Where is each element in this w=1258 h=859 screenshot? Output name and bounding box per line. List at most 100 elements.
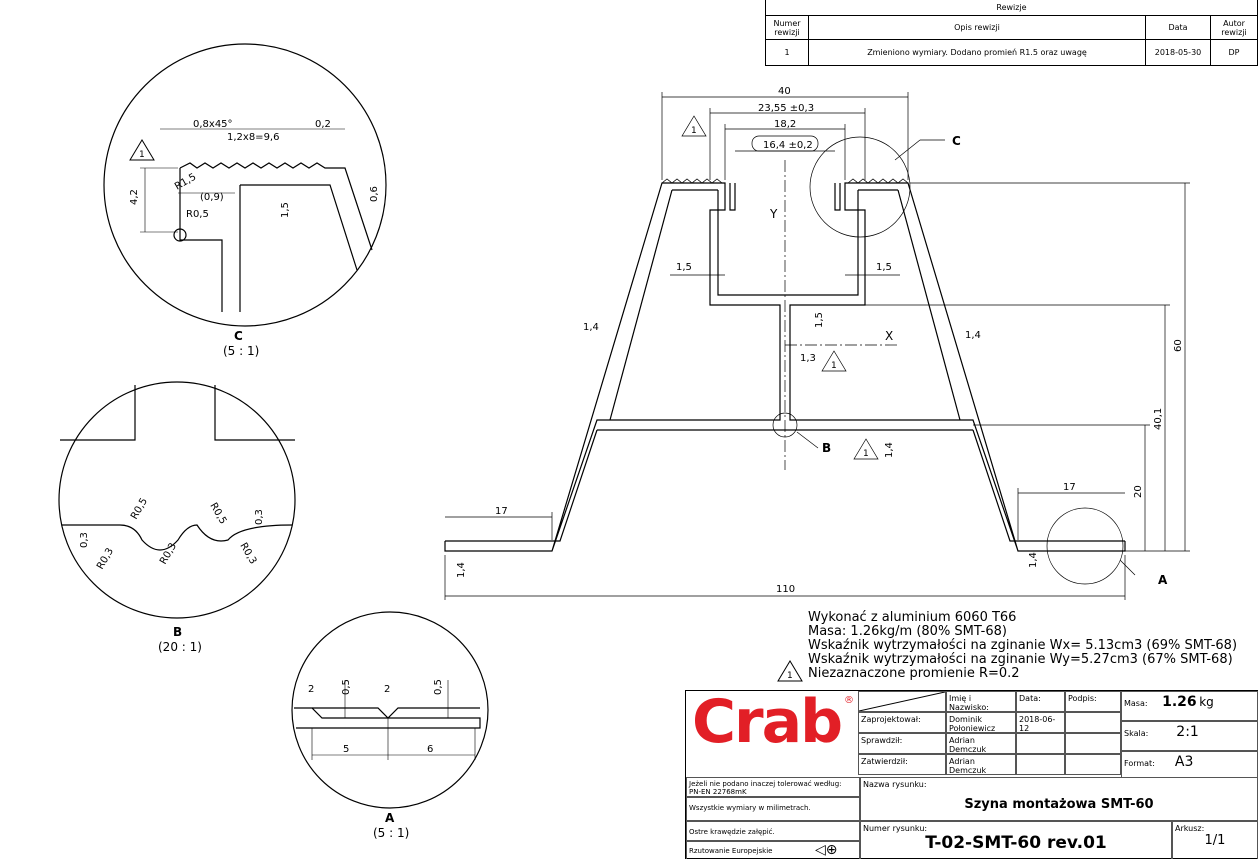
note-mass: Masa: 1.26kg/m (80% SMT-68) (808, 624, 1007, 639)
rev-header-author: Autor rewizji (1210, 15, 1258, 40)
logo-text: Crab (692, 687, 843, 757)
dim-18-2: 18,2 (774, 119, 796, 130)
rev-author: DP (1210, 39, 1258, 66)
detail-a-2-left: 2 (308, 684, 314, 695)
detail-a-name: A (385, 811, 395, 825)
header-date: Data: (1016, 691, 1065, 712)
note-radii: Niezaznaczone promienie R=0.2 (808, 666, 1020, 681)
logo: Crab ® (686, 687, 858, 775)
designed-date: 2018-06-12 (1016, 712, 1065, 733)
projection-label: Rzutowanie Europejskie (689, 847, 773, 855)
dim-20: 20 (1133, 485, 1144, 498)
dim-110: 110 (776, 584, 795, 595)
main-dimension-texts: 40 23,55 ±0,3 18,2 16,4 ±0,2 1 1 1 1,5 1… (456, 86, 1184, 595)
dim-17-right: 17 (1063, 482, 1076, 493)
dim-1-4-flange-left: 1,4 (456, 562, 467, 578)
detail-b-name: B (173, 625, 182, 639)
rev-desc: Zmieniono wymiary. Dodano promień R1.5 o… (808, 39, 1146, 66)
dim-1-5-left: 1,5 (676, 262, 692, 273)
dim-16-4: 16,4 ±0,2 (763, 140, 813, 151)
detail-a-0-5-left: 0,5 (341, 679, 352, 695)
note-mark-1: 1 (691, 126, 697, 136)
detail-b-r0-5-b: R0,5 (207, 501, 228, 526)
detail-a-callout: A (1158, 573, 1168, 587)
sheet-value: 1/1 (1204, 833, 1226, 848)
tolerance-cell: Jeżeli nie podano inaczej tolerować wedł… (686, 777, 860, 797)
mass-cell: Masa: 1.26 kg (1121, 691, 1258, 721)
header-sign: Podpis: (1065, 691, 1121, 712)
detail-c-r1-5: R1,5 (173, 172, 198, 193)
sheet-cell: Arkusz:1/1 (1172, 821, 1258, 859)
dim-17-left: 17 (495, 506, 508, 517)
dim-1-5-center: 1,5 (814, 312, 825, 328)
detail-b-r0-5-a: R0,5 (129, 496, 150, 521)
detail-a-view: 2 0,5 2 0,5 5 6 A (5 : 1) (291, 611, 489, 840)
dim-60: 60 (1173, 339, 1184, 352)
detail-c-chamfer: 0,8x45° (193, 119, 233, 130)
scale-label: Skala: (1124, 729, 1149, 738)
detail-c-view: 1 0,8x45° 1,2x8=9,6 0,2 R1,5 (0,9) 4,2 R… (103, 43, 387, 358)
approved-name: Adrian Demczuk (946, 754, 1016, 775)
scale-value: 2:1 (1176, 724, 1199, 740)
checked-sign (1065, 733, 1121, 754)
designed-name: Dominik Połoniewicz (946, 712, 1016, 733)
projection-symbol-icon: ◁⊕ (815, 842, 838, 858)
dim-1-4-flange-right: 1,4 (1028, 552, 1039, 568)
logo-registered: ® (844, 695, 854, 706)
detail-c-pitch: 1,2x8=9,6 (227, 132, 279, 143)
checked-label: Sprawdził: (858, 733, 946, 754)
format-label: Format: (1124, 759, 1155, 768)
detail-b-scale: (20 : 1) (158, 640, 202, 654)
drawing-name-cell: Nazwa rysunku: Szyna montażowa SMT-60 (860, 777, 1258, 821)
notes-note-mark: 1 (787, 671, 793, 681)
detail-c-name: C (234, 329, 243, 343)
note-mark-2: 1 (831, 361, 837, 371)
diagonal-cell (858, 691, 946, 712)
main-dimension-lines (444, 92, 1190, 600)
tolerance-text: Jeżeli nie podano inaczej tolerować wedł… (689, 780, 842, 788)
dim-1-4-right: 1,4 (965, 330, 981, 341)
detail-c-r0-5: R0,5 (186, 209, 209, 220)
drawing-number-label: Numer rysunku: (863, 824, 928, 833)
note-material: Wykonać z aluminium 6060 T66 (808, 610, 1017, 625)
detail-a-5: 5 (343, 744, 349, 755)
note-wx: Wskaźnik wytrzymałości na zginanie Wx= 5… (808, 638, 1238, 653)
designed-sign (1065, 712, 1121, 733)
detail-b-callout: B (822, 441, 831, 455)
mass-unit: kg (1199, 695, 1214, 709)
detail-c-4-2: 4,2 (129, 189, 140, 205)
rev-date: 2018-05-30 (1145, 39, 1211, 66)
sheet-label: Arkusz: (1175, 824, 1205, 833)
detail-b-0-3-b: 0,3 (254, 509, 265, 525)
detail-a-6: 6 (427, 744, 433, 755)
drawing-number: T-02-SMT-60 rev.01 (925, 833, 1107, 853)
approved-date (1016, 754, 1065, 775)
detail-c-1-5: 1,5 (280, 202, 291, 218)
notes: Wykonać z aluminium 6060 T66 Masa: 1.26k… (808, 611, 1237, 681)
drawing-name: Szyna montażowa SMT-60 (964, 797, 1154, 812)
format-cell: Format:A3 (1121, 751, 1258, 778)
checked-date (1016, 733, 1065, 754)
drawing-name-label: Nazwa rysunku: (863, 780, 927, 789)
dim-1-4-beam: 1,4 (884, 442, 895, 458)
tolerance-standard: PN-EN 22768mK (689, 788, 747, 796)
detail-a-scale: (5 : 1) (373, 826, 409, 840)
rev-header-num: Numer rewizji (765, 15, 809, 40)
detail-c-note-mark: 1 (139, 150, 145, 160)
detail-c-0-9: (0,9) (200, 192, 224, 203)
approved-label: Zatwierdził: (858, 754, 946, 775)
header-name: Imię i Nazwisko: (946, 691, 1016, 712)
edges-note: Ostre krawędzie załępić. (686, 821, 860, 841)
approved-sign (1065, 754, 1121, 775)
mass-label: Masa: (1124, 699, 1148, 708)
projection-cell: Rzutowanie Europejskie ◁⊕ (686, 841, 860, 859)
axis-x-label: X (885, 329, 893, 343)
detail-c-0-6: 0,6 (369, 186, 380, 202)
scale-cell: Skala: 2:1 (1121, 721, 1258, 751)
detail-a-0-5-right: 0,5 (433, 679, 444, 695)
axis-y-label: Y (769, 207, 778, 221)
note-mark-3: 1 (863, 449, 869, 459)
